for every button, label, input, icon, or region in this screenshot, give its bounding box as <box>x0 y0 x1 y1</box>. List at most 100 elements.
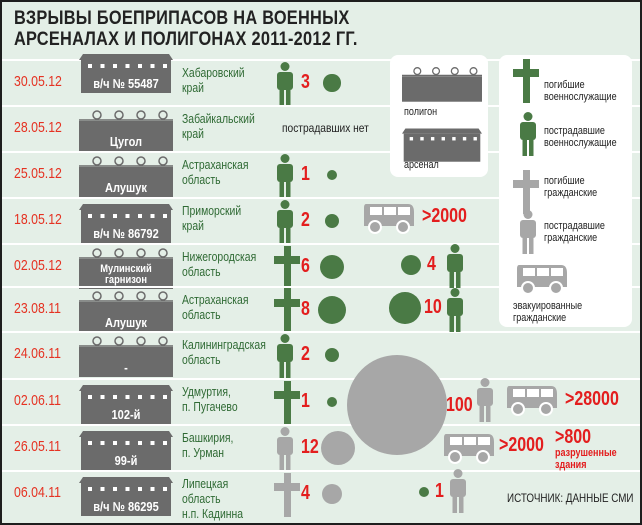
arsenal-site: 99-й <box>79 426 173 470</box>
person-icon <box>274 154 296 203</box>
civil-dead-circle <box>322 484 342 504</box>
site-name: Цугол <box>109 134 143 149</box>
civil-injured-count: 100 <box>446 394 473 416</box>
site-name: в/ч № 86792 <box>93 226 159 241</box>
military-injured-count: 1 <box>435 480 444 502</box>
van-icon <box>515 263 569 300</box>
cross-icon <box>274 381 300 430</box>
van-icon <box>362 202 416 239</box>
legend-arsenal-label: арсенал <box>404 159 439 171</box>
incident-date: 18.05.12 <box>14 211 62 228</box>
polygon-icon <box>79 248 173 293</box>
military-dead-count: 8 <box>301 298 310 320</box>
cross-icon <box>513 170 539 219</box>
site-name: в/ч № 86295 <box>93 499 159 514</box>
arsenal-icon <box>79 385 173 428</box>
region: Башкирия,п. Урман <box>182 430 234 460</box>
arsenal-site: 102-й <box>79 380 173 424</box>
military-injured-count: 1 <box>301 163 310 185</box>
polygon-site: Алушук <box>79 153 173 197</box>
cross-icon <box>274 473 300 522</box>
site-name: 99-й <box>114 453 138 468</box>
polygon-site: Цугол <box>79 107 173 151</box>
military-dead-circle <box>319 254 345 280</box>
title-line: АРСЕНАЛАХ И ПОЛИГОНАХ 2011-2012 ГГ. <box>14 29 358 50</box>
incident-date: 02.05.12 <box>14 257 62 274</box>
arsenal-icon <box>402 121 482 170</box>
legend-site-types: полигон арсенал <box>390 55 488 177</box>
military-dead-count: 6 <box>301 255 310 277</box>
arsenal-site: в/ч № 55487 <box>79 49 173 93</box>
polygon-icon <box>79 110 173 155</box>
person-icon <box>274 427 296 476</box>
incident-date: 28.05.12 <box>14 119 62 136</box>
cross-icon <box>513 59 539 108</box>
source-note: ИСТОЧНИК: ДАННЫЕ СМИ <box>507 491 634 505</box>
site-name: Алушук <box>105 315 147 330</box>
site-name: в/ч № 55487 <box>93 76 159 91</box>
site-name: Алушук <box>105 180 147 195</box>
evacuated-count: >2000 <box>499 434 544 456</box>
polygon-icon <box>79 291 173 336</box>
incident-date: 25.05.12 <box>14 165 62 182</box>
polygon-site: - <box>79 333 173 377</box>
person-icon <box>444 244 466 293</box>
military-injured-count: 2 <box>301 343 310 365</box>
polygon-icon <box>79 336 173 381</box>
person-icon <box>274 200 296 249</box>
person-icon <box>517 112 539 161</box>
military-injured-count: 4 <box>427 253 436 275</box>
military-dead-circle <box>327 397 337 407</box>
military-injured-count: 3 <box>301 71 310 93</box>
military-injured-circle <box>324 347 340 363</box>
site-name: 102-й <box>111 407 141 422</box>
van-icon <box>442 432 496 469</box>
incident-date: 02.06.11 <box>14 392 61 409</box>
person-icon <box>517 210 539 259</box>
military-injured-circle <box>323 74 341 92</box>
civil-injured-circle <box>320 430 356 466</box>
arsenal-site: в/ч № 86792 <box>79 199 173 243</box>
incident-date: 30.05.12 <box>14 73 62 90</box>
person-icon <box>274 334 296 383</box>
person-icon <box>444 288 466 337</box>
arsenal-site: в/ч № 86295 <box>79 472 173 516</box>
military-injured-circle <box>389 292 421 324</box>
incident-date: 23.08.11 <box>14 300 61 317</box>
incident-date: 26.05.11 <box>14 438 61 455</box>
cross-icon <box>274 246 300 295</box>
site-name: Мулинский гарнизон <box>100 263 152 286</box>
arsenal-icon <box>79 477 173 520</box>
legend-polygon-label: полигон <box>404 106 438 118</box>
title: ВЗРЫВЫ БОЕПРИПАСОВ НА ВОЕННЫХ АРСЕНАЛАХ … <box>14 8 358 50</box>
person-icon <box>474 378 496 427</box>
polygon-icon <box>79 156 173 201</box>
incident-row: 26.05.11 99-й Башкирия,п. Урман 12 <box>2 424 640 471</box>
destroyed-buildings-count: >800 <box>555 426 592 448</box>
military-injured-circle <box>419 487 429 497</box>
civil-injured-circle <box>347 355 447 455</box>
military-injured-circle <box>401 255 421 275</box>
military-dead-circle <box>317 295 347 325</box>
civil-injured-count: 12 <box>301 436 319 458</box>
